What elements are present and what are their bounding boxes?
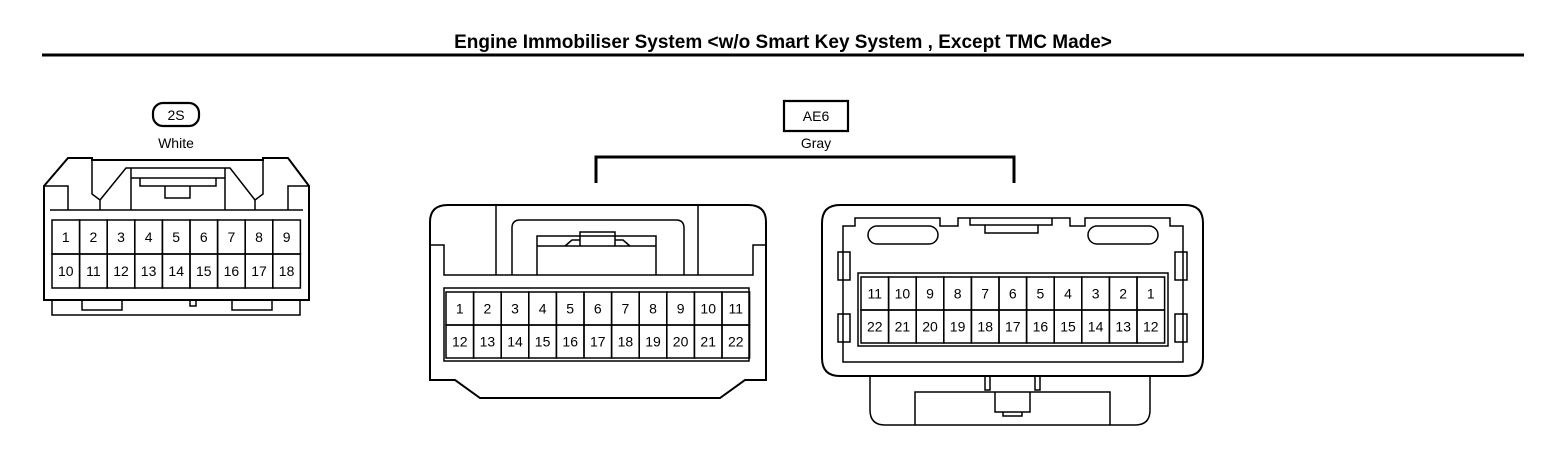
connector-ae6-rear-pin-6: 6 (1009, 286, 1017, 302)
connector-ae6-front-pin-12: 12 (452, 334, 468, 350)
connector-ae6-front-pin-14: 14 (507, 334, 523, 350)
connector-2s-pin-14: 14 (168, 263, 184, 279)
connector-ae6-front-housing (430, 205, 766, 398)
connector-ae6-rear-pin-15: 15 (1060, 319, 1076, 335)
connector-2s-housing (44, 158, 309, 300)
connector-2s-pin-2: 2 (90, 229, 98, 245)
connector-ae6-rear-pin-9: 9 (926, 286, 934, 302)
connector-2s-pin-18: 18 (279, 263, 295, 279)
connector-ae6-rear-pin-1: 1 (1147, 286, 1155, 302)
connector-ae6-rear-pin-frame (858, 273, 1168, 346)
connector-2s-pin-4: 4 (145, 229, 153, 245)
connector-ae6-rear-pin-19: 19 (950, 319, 966, 335)
connector-ae6-rear-inner (843, 218, 1183, 362)
connector-ae6-rear-side-left-2 (838, 314, 850, 342)
connector-2s-pin-11: 11 (86, 263, 101, 279)
connector-ae6-front-pin-8: 8 (649, 301, 657, 317)
connector-ae6-rear-pin-7: 7 (981, 286, 989, 302)
connector-2s-pin-7: 7 (228, 229, 236, 245)
connector-ae6-rear-slot-left (868, 226, 938, 244)
connector-ae6-front-pin-22: 22 (728, 334, 744, 350)
connector-ae6-rear-pin-cell (1137, 310, 1165, 343)
connector-2s-pin-9: 9 (283, 229, 291, 245)
connector-ae6-bracket (596, 157, 1014, 183)
connector-ae6-front-pin-19: 19 (645, 334, 661, 350)
connector-ae6-rear-lock (870, 376, 1150, 425)
connector-ae6-rear-pin-16: 16 (1033, 319, 1049, 335)
connector-ae6-front-latch (430, 205, 766, 275)
connector-2s-pin-10: 10 (58, 263, 74, 279)
connector-ae6-rear-side-left-1 (838, 252, 850, 280)
connector-ae6-front-pin-17: 17 (590, 334, 606, 350)
connector-ae6-rear-side-right-1 (1175, 252, 1187, 280)
connector-ae6-rear-pin-22: 22 (867, 319, 883, 335)
connector-2s-pin-cell (273, 254, 301, 288)
connector-ae6-front-pin-15: 15 (535, 334, 551, 350)
connector-2s-pin-8: 8 (255, 229, 263, 245)
connector-2s-color: White (158, 135, 194, 151)
connector-ae6-front-pin-20: 20 (673, 334, 689, 350)
connector-ae6-rear-pin-4: 4 (1064, 286, 1072, 302)
connector-ae6-rear-pin-14: 14 (1088, 319, 1104, 335)
connector-2s-pin-5: 5 (172, 229, 180, 245)
connector-2s-pin-13: 13 (141, 263, 157, 279)
connector-ae6-front-pin-13: 13 (480, 334, 496, 350)
diagram-title: Engine Immobiliser System <w/o Smart Key… (454, 32, 1112, 53)
connector-ae6-color: Gray (801, 135, 831, 151)
connector-ae6-rear-pin-8: 8 (954, 286, 962, 302)
connector-2s-pin-17: 17 (251, 263, 267, 279)
connector-ae6-rear-side-right-2 (1175, 314, 1187, 342)
connector-2s-code-box (153, 103, 199, 126)
connector-ae6-front-pin-1: 1 (456, 301, 464, 317)
connector-ae6-rear-pin-20: 20 (922, 319, 938, 335)
connector-ae6-rear-pin-10: 10 (895, 286, 911, 302)
connector-ae6-front-pin-3: 3 (511, 301, 519, 317)
connector-2s-pin-16: 16 (224, 263, 240, 279)
connector-ae6-front-pin-2: 2 (484, 301, 492, 317)
connector-ae6-rear-pin-18: 18 (977, 319, 993, 335)
connector-2s-pin-12: 12 (113, 263, 129, 279)
connector-ae6-front-pin-5: 5 (566, 301, 574, 317)
connector-ae6-code: AE6 (803, 108, 830, 124)
connector-ae6-rear-pin-3: 3 (1092, 286, 1100, 302)
connector-ae6-rear-pin-13: 13 (1115, 319, 1131, 335)
connector-ae6-front-pin-10: 10 (700, 301, 716, 317)
connector-2s-side-notches (44, 186, 309, 210)
connector-2s-pin-3: 3 (117, 229, 125, 245)
connector-2s-pin-15: 15 (196, 263, 212, 279)
connector-ae6-rear-pin-12: 12 (1143, 319, 1159, 335)
connector-ae6-front-pin-9: 9 (677, 301, 685, 317)
connector-ae6-front-pin-4: 4 (539, 301, 547, 317)
connector-ae6-rear-pin-5: 5 (1037, 286, 1045, 302)
connector-2s-pin-6: 6 (200, 229, 208, 245)
connector-ae6-front-pin-18: 18 (618, 334, 634, 350)
connector-ae6-front-pin-21: 21 (700, 334, 716, 350)
connector-ae6-front-pin-16: 16 (562, 334, 578, 350)
connector-ae6-rear-pin-2: 2 (1119, 286, 1127, 302)
connector-2s-pin-1: 1 (62, 229, 70, 245)
connector-ae6-front-pin-11: 11 (729, 301, 744, 317)
connector-ae6-rear-pin-17: 17 (1005, 319, 1021, 335)
connector-ae6-code-box (784, 101, 848, 131)
connector-ae6-front-pin-7: 7 (622, 301, 630, 317)
connector-ae6-rear-pin-11: 11 (868, 286, 883, 302)
connector-ae6-rear-slot-right (1088, 226, 1158, 244)
connector-ae6-rear-pin-21: 21 (895, 319, 911, 335)
connector-2s-code: 2S (167, 107, 184, 123)
connector-ae6-front-pin-6: 6 (594, 301, 602, 317)
connector-ae6-rear-housing (822, 205, 1203, 376)
connector-2s-skirt (52, 300, 300, 315)
connector-2s-latch (92, 160, 263, 210)
connector-ae6-front-pin-cell (722, 325, 750, 358)
